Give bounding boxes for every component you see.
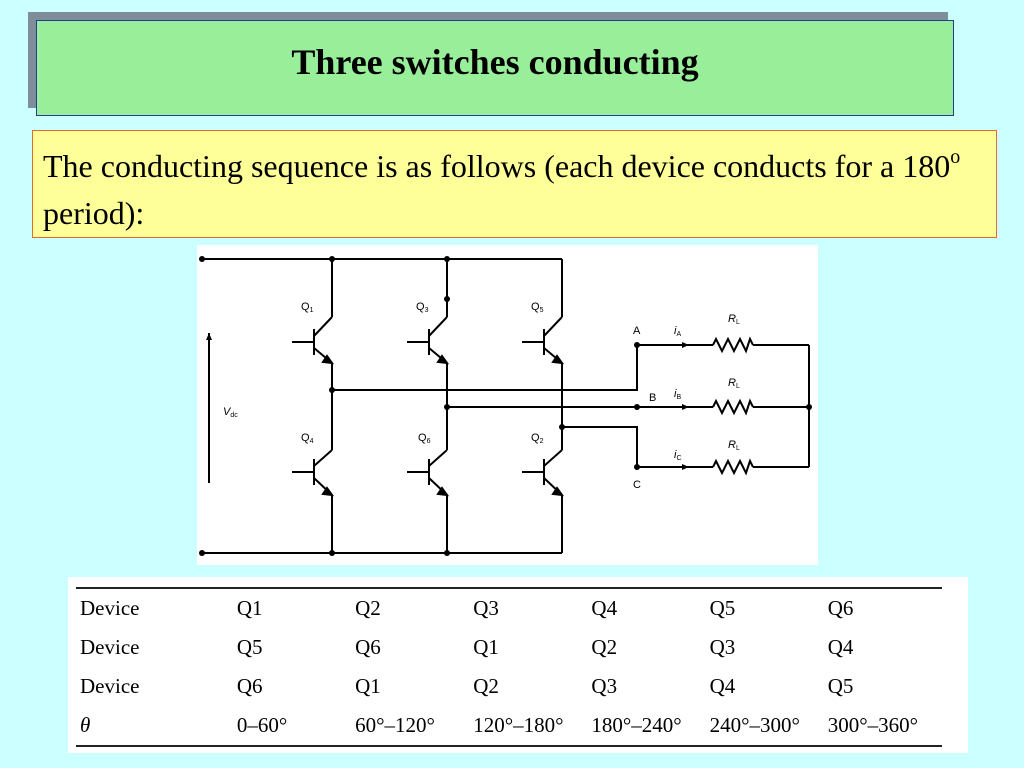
table-cell: Q5 bbox=[827, 674, 854, 698]
transistor-q3 bbox=[407, 316, 450, 365]
table-cell: Q4 bbox=[827, 635, 854, 659]
description-text: The conducting sequence is as follows (e… bbox=[43, 148, 951, 184]
title-banner: Three switches conducting bbox=[36, 20, 954, 116]
table-cell-theta: θ bbox=[80, 713, 91, 737]
transistor-q5 bbox=[522, 316, 565, 365]
table-cell: Q3 bbox=[709, 635, 736, 659]
conduction-sequence-table: Device Q1 Q2 Q3 Q4 Q5 Q6 Device Q5 Q6 Q1… bbox=[76, 587, 942, 747]
table-cell: 120°–180° bbox=[473, 713, 564, 737]
label-node-c: C bbox=[633, 479, 641, 491]
label-q5: Q5 bbox=[531, 301, 544, 314]
table-cell: Q4 bbox=[591, 596, 618, 620]
table-cell: Q6 bbox=[827, 596, 854, 620]
table-cell: Q1 bbox=[473, 635, 499, 659]
table-cell: Q6 bbox=[355, 635, 381, 659]
label-resistor-c: RL bbox=[728, 439, 740, 452]
description-text-end: period): bbox=[43, 195, 145, 231]
table-cell: Q6 bbox=[236, 674, 263, 698]
label-q2: Q2 bbox=[531, 432, 544, 445]
label-current-ib: iB bbox=[674, 388, 681, 401]
label-q1: Q1 bbox=[301, 301, 314, 314]
table-cell: Q1 bbox=[236, 596, 263, 620]
transistor-q2 bbox=[522, 449, 565, 497]
table-cell: Q3 bbox=[473, 596, 499, 620]
label-q6: Q6 bbox=[418, 432, 431, 445]
table-row: θ 0–60° 60°–120° 120°–180° 180°–240° 240… bbox=[76, 706, 942, 746]
table-row: Device Q1 Q2 Q3 Q4 Q5 Q6 bbox=[76, 588, 942, 628]
label-node-a: A bbox=[633, 325, 641, 337]
table-cell: Device bbox=[80, 596, 140, 620]
table-cell: 0–60° bbox=[236, 713, 288, 737]
label-node-b: B bbox=[649, 392, 656, 404]
table-cell: Q5 bbox=[709, 596, 736, 620]
table-row: Device Q5 Q6 Q1 Q2 Q3 Q4 bbox=[76, 628, 942, 667]
table-cell: Q2 bbox=[473, 674, 499, 698]
table-cell: 240°–300° bbox=[709, 713, 800, 737]
circuit-svg: Q1 Q3 Q5 Q4 Q6 Q2 A B C iA iB iC RL RL R… bbox=[199, 256, 812, 556]
table-cell: 300°–360° bbox=[827, 713, 919, 737]
table-cell: 60°–120° bbox=[355, 713, 435, 737]
table-cell: 180°–240° bbox=[591, 713, 682, 737]
label-resistor-a: RL bbox=[728, 313, 740, 326]
label-resistor-b: RL bbox=[728, 377, 740, 390]
label-q4: Q4 bbox=[301, 432, 314, 445]
table-cell: Device bbox=[80, 635, 140, 659]
junction-dots bbox=[199, 256, 812, 556]
table-cell: Q5 bbox=[236, 635, 263, 659]
inverter-circuit-diagram: Q1 Q3 Q5 Q4 Q6 Q2 A B C iA iB iC RL RL R… bbox=[197, 245, 818, 565]
table-cell: Q2 bbox=[591, 635, 618, 659]
degree-superscript: o bbox=[950, 146, 961, 168]
transistor-q6 bbox=[407, 449, 450, 497]
table-cell: Q1 bbox=[355, 674, 381, 698]
table-cell: Device bbox=[80, 674, 140, 698]
label-current-ic: iC bbox=[674, 449, 682, 462]
table-cell: Q2 bbox=[355, 596, 381, 620]
label-current-ia: iA bbox=[674, 325, 681, 338]
slide-title: Three switches conducting bbox=[291, 42, 699, 82]
transistor-q4 bbox=[292, 449, 335, 497]
table-cell: Q3 bbox=[591, 674, 618, 698]
transistor-q1 bbox=[292, 316, 335, 365]
label-q3: Q3 bbox=[416, 301, 429, 314]
table-cell: Q4 bbox=[709, 674, 736, 698]
label-vdc: Vdc bbox=[223, 406, 238, 419]
table-row: Device Q6 Q1 Q2 Q3 Q4 Q5 bbox=[76, 667, 942, 706]
description-box: The conducting sequence is as follows (e… bbox=[32, 130, 997, 238]
circuit-wires bbox=[202, 258, 810, 554]
conduction-table-panel: Device Q1 Q2 Q3 Q4 Q5 Q6 Device Q5 Q6 Q1… bbox=[68, 577, 968, 753]
